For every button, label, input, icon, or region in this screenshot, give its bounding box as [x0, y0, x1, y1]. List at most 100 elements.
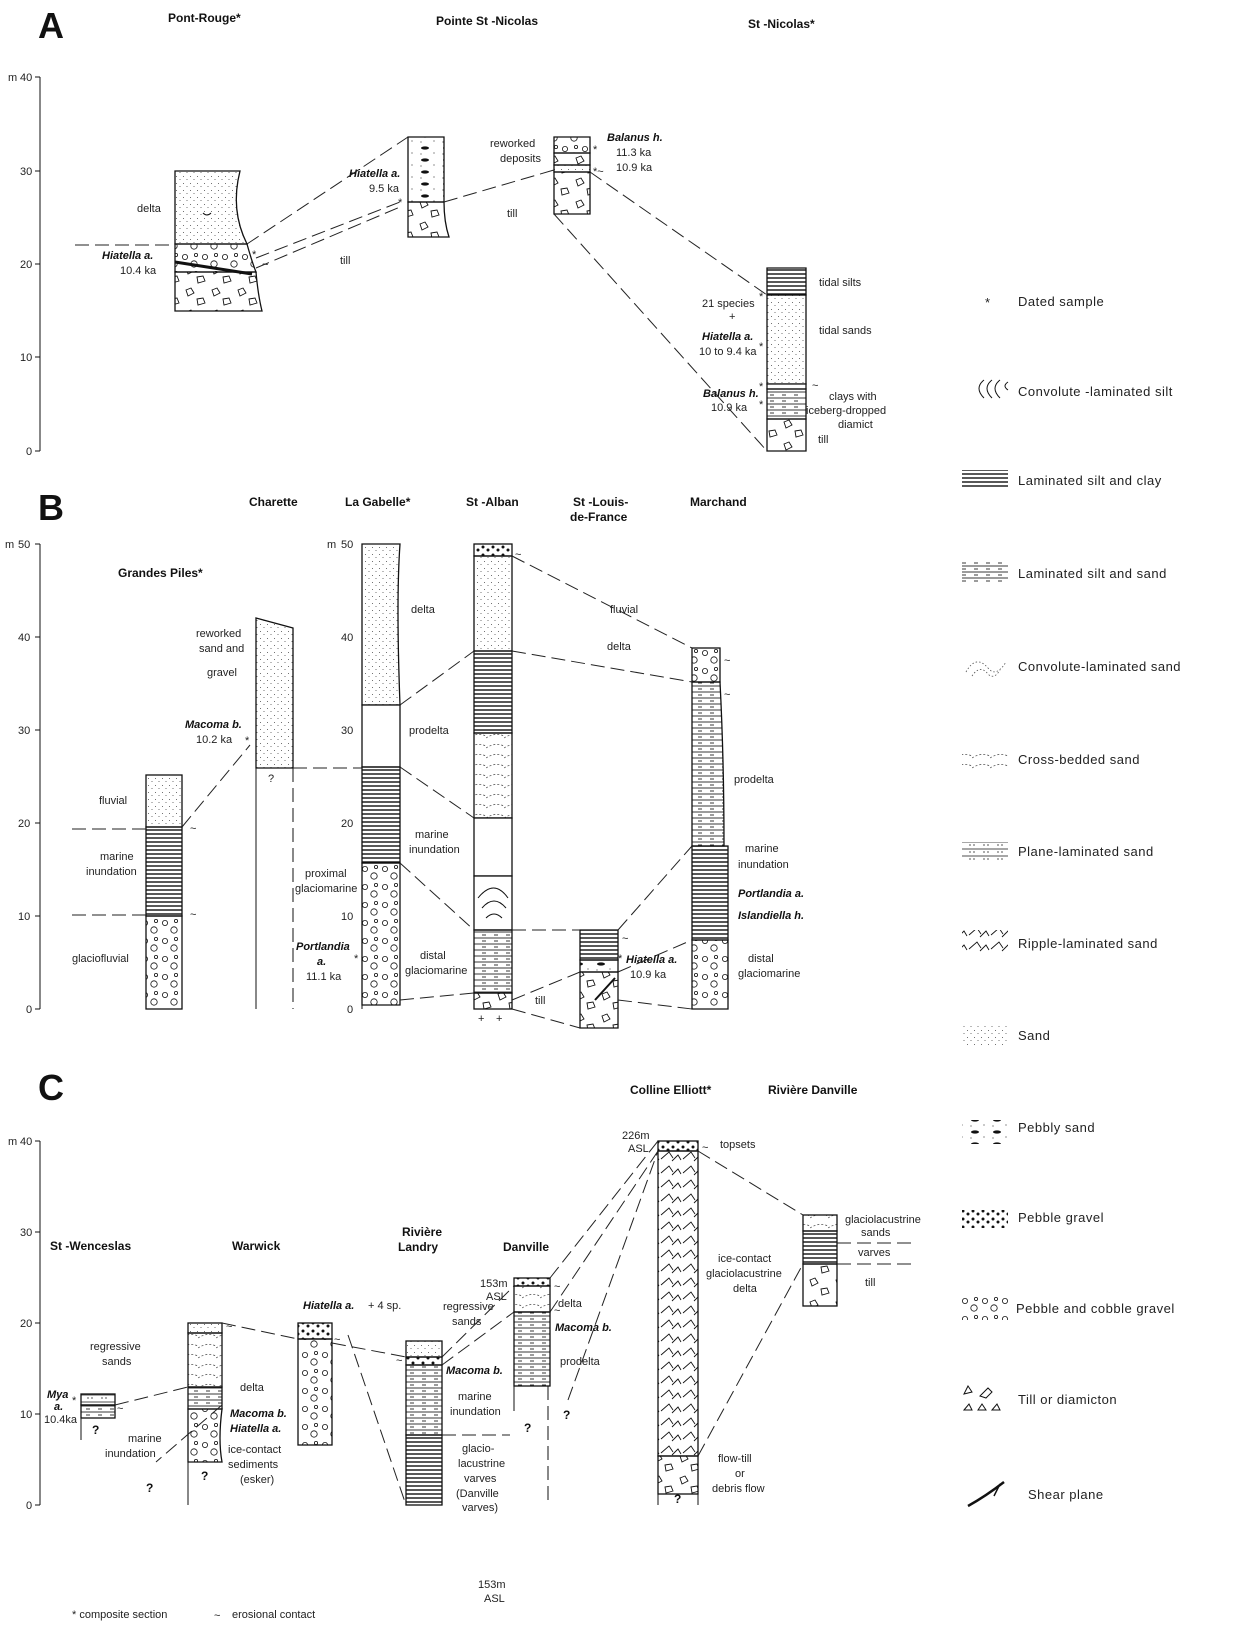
label-c-asl153a-top: 153m [480, 1278, 508, 1290]
panel-c-axis: m 40 30 20 10 0 [8, 1136, 41, 1512]
label-b-distal2: glaciomarine [405, 965, 467, 977]
label-a-balanus-sn-age: 10.9 ka [711, 402, 748, 414]
column-pointe-st-nicolas [407, 136, 450, 238]
label-c-glacio4: (Danville [456, 1488, 499, 1500]
panel-a-axis: m 40 30 20 10 0 [8, 72, 41, 458]
label-c-q2: ? [146, 1481, 153, 1495]
svg-text:m: m [8, 72, 17, 84]
legend-item-laminated-silt-clay: Laminated silt and clay [962, 470, 1161, 488]
label-c-asl226b: ASL [628, 1143, 649, 1155]
svg-text:*: * [72, 1395, 77, 1407]
label-b-inundation3: inundation [738, 859, 789, 871]
svg-text:Plane-laminated sand: Plane-laminated sand [1018, 844, 1154, 859]
svg-text:~: ~ [117, 1403, 123, 1415]
svg-text:40: 40 [341, 632, 353, 644]
label-a-balanus: Balanus h. [607, 132, 663, 144]
svg-text:Shear plane: Shear plane [1028, 1487, 1104, 1502]
label-a-reworked1: reworked [490, 138, 535, 150]
legend-item-dated-sample: * Dated sample [985, 294, 1104, 310]
legend-item-cross-bedded-sand: Cross-bedded sand [962, 752, 1139, 770]
label-c-regressive3: regressive [443, 1301, 494, 1313]
label-c-q5: ? [563, 1408, 570, 1422]
label-b-marine2: marine [415, 829, 449, 841]
label-b-portlandia-age: 11.1 ka [306, 971, 342, 983]
panel-c-letter: C [38, 1067, 64, 1108]
label-c-delta-d: delta [558, 1298, 583, 1310]
label-b-till-sa: till [535, 995, 545, 1007]
svg-text:~: ~ [812, 380, 818, 392]
label-a-till1: till [340, 255, 350, 267]
panel-b: B Charette La Gabelle* St -Alban St -Lou… [5, 487, 804, 1029]
svg-text:~: ~ [724, 655, 730, 667]
legend-item-pebble-gravel: Pebble gravel [962, 1210, 1104, 1228]
label-c-mya2: a. [54, 1401, 63, 1413]
column-marchand: ~~ [691, 647, 730, 1010]
label-c-mya1: Mya [47, 1389, 68, 1401]
label-b-marine1: marine [100, 851, 134, 863]
label-a-tidal-silts: tidal silts [819, 277, 862, 289]
label-c-inundation2: inundation [450, 1406, 501, 1418]
panel-a: A Pont-Rouge* Pointe St -Nicolas St -Nic… [8, 5, 886, 458]
label-c-asl153b: ASL [484, 1593, 505, 1605]
tick-b-0: 0 [26, 1004, 32, 1016]
label-a-clays1: clays with [829, 391, 877, 403]
legend-item-pebble-cobble-gravel: Pebble and cobble gravel [962, 1296, 1174, 1320]
label-a-till2: till [507, 208, 517, 220]
label-c-flow3: debris flow [712, 1483, 765, 1495]
label-c-regressive1: regressive [90, 1341, 141, 1353]
label-c-glacio1: glacio- [462, 1443, 495, 1455]
label-c-icecontact1: ice-contact [228, 1444, 281, 1456]
svg-text:~: ~ [262, 259, 268, 271]
svg-text:*: * [398, 197, 403, 209]
column-warwick: ~ [187, 1321, 232, 1505]
section-title-riviere-danville: Rivière Danville [768, 1083, 858, 1097]
column-riviere-landry: ~ [396, 1340, 443, 1506]
label-c-glsands1: glaciolacustrine [845, 1214, 921, 1226]
svg-text:~: ~ [702, 1142, 708, 1154]
label-a-plus: + [729, 311, 735, 323]
label-c-icecontact3: (esker) [240, 1474, 274, 1486]
section-title-grandes-piles: Grandes Piles* [118, 566, 203, 580]
svg-text:*: * [354, 953, 359, 965]
label-b-fluvial-sa: fluvial [610, 604, 638, 616]
svg-text:20: 20 [341, 818, 353, 830]
label-c-ice1: ice-contact [718, 1253, 771, 1265]
label-b-distal4: glaciomarine [738, 968, 800, 980]
svg-text:~: ~ [515, 549, 521, 561]
column-st-nicolas-upper [553, 136, 591, 215]
tick-b-30: 30 [18, 725, 30, 737]
section-title-pointe-st-nicolas: Pointe St -Nicolas [436, 14, 538, 28]
tick-c-0: 0 [26, 1500, 32, 1512]
svg-text:50: 50 [341, 539, 353, 551]
svg-text:+: + [496, 1013, 502, 1025]
tick-b-20: 20 [18, 818, 30, 830]
svg-text:*: * [759, 381, 764, 393]
svg-text:~: ~ [622, 933, 628, 945]
column-st-wenceslas: ~ [80, 1393, 123, 1440]
tick-c-40: 40 [20, 1136, 32, 1148]
svg-text:Ripple-laminated sand: Ripple-laminated sand [1018, 936, 1158, 951]
tick-a-20: 20 [20, 259, 32, 271]
label-b-reworked2: sand and [199, 643, 244, 655]
label-a-balanus-sn: Balanus h. [703, 388, 759, 400]
svg-text:Pebbly sand: Pebbly sand [1018, 1120, 1095, 1135]
column-st-louis: ~ [579, 929, 628, 1029]
tick-b-10: 10 [18, 911, 30, 923]
section-title-warwick: Warwick [232, 1239, 281, 1253]
label-b-inundation2: inundation [409, 844, 460, 856]
label-b-portlandia1: Portlandia [296, 941, 350, 953]
label-b-glaciofluvial: glaciofluvial [72, 953, 129, 965]
label-a-balanus-age1: 11.3 ka [616, 147, 652, 159]
tick-c-20: 20 [20, 1318, 32, 1330]
tick-c-10: 10 [20, 1409, 32, 1421]
tick-a-40: 40 [20, 72, 32, 84]
panel-b-axis: m 50 40 30 20 10 0 [5, 539, 41, 1016]
label-b-reworked3: gravel [207, 667, 237, 679]
label-a-hiatella-sn: Hiatella a. [702, 331, 753, 343]
legend-item-till: Till or diamicton [962, 1385, 1117, 1411]
svg-text:Dated sample: Dated sample [1018, 294, 1104, 309]
panel-b-letter: B [38, 487, 64, 528]
tick-b-50: 50 [18, 539, 30, 551]
column-danville: ~~ [513, 1277, 560, 1505]
svg-text:m: m [8, 1136, 17, 1148]
